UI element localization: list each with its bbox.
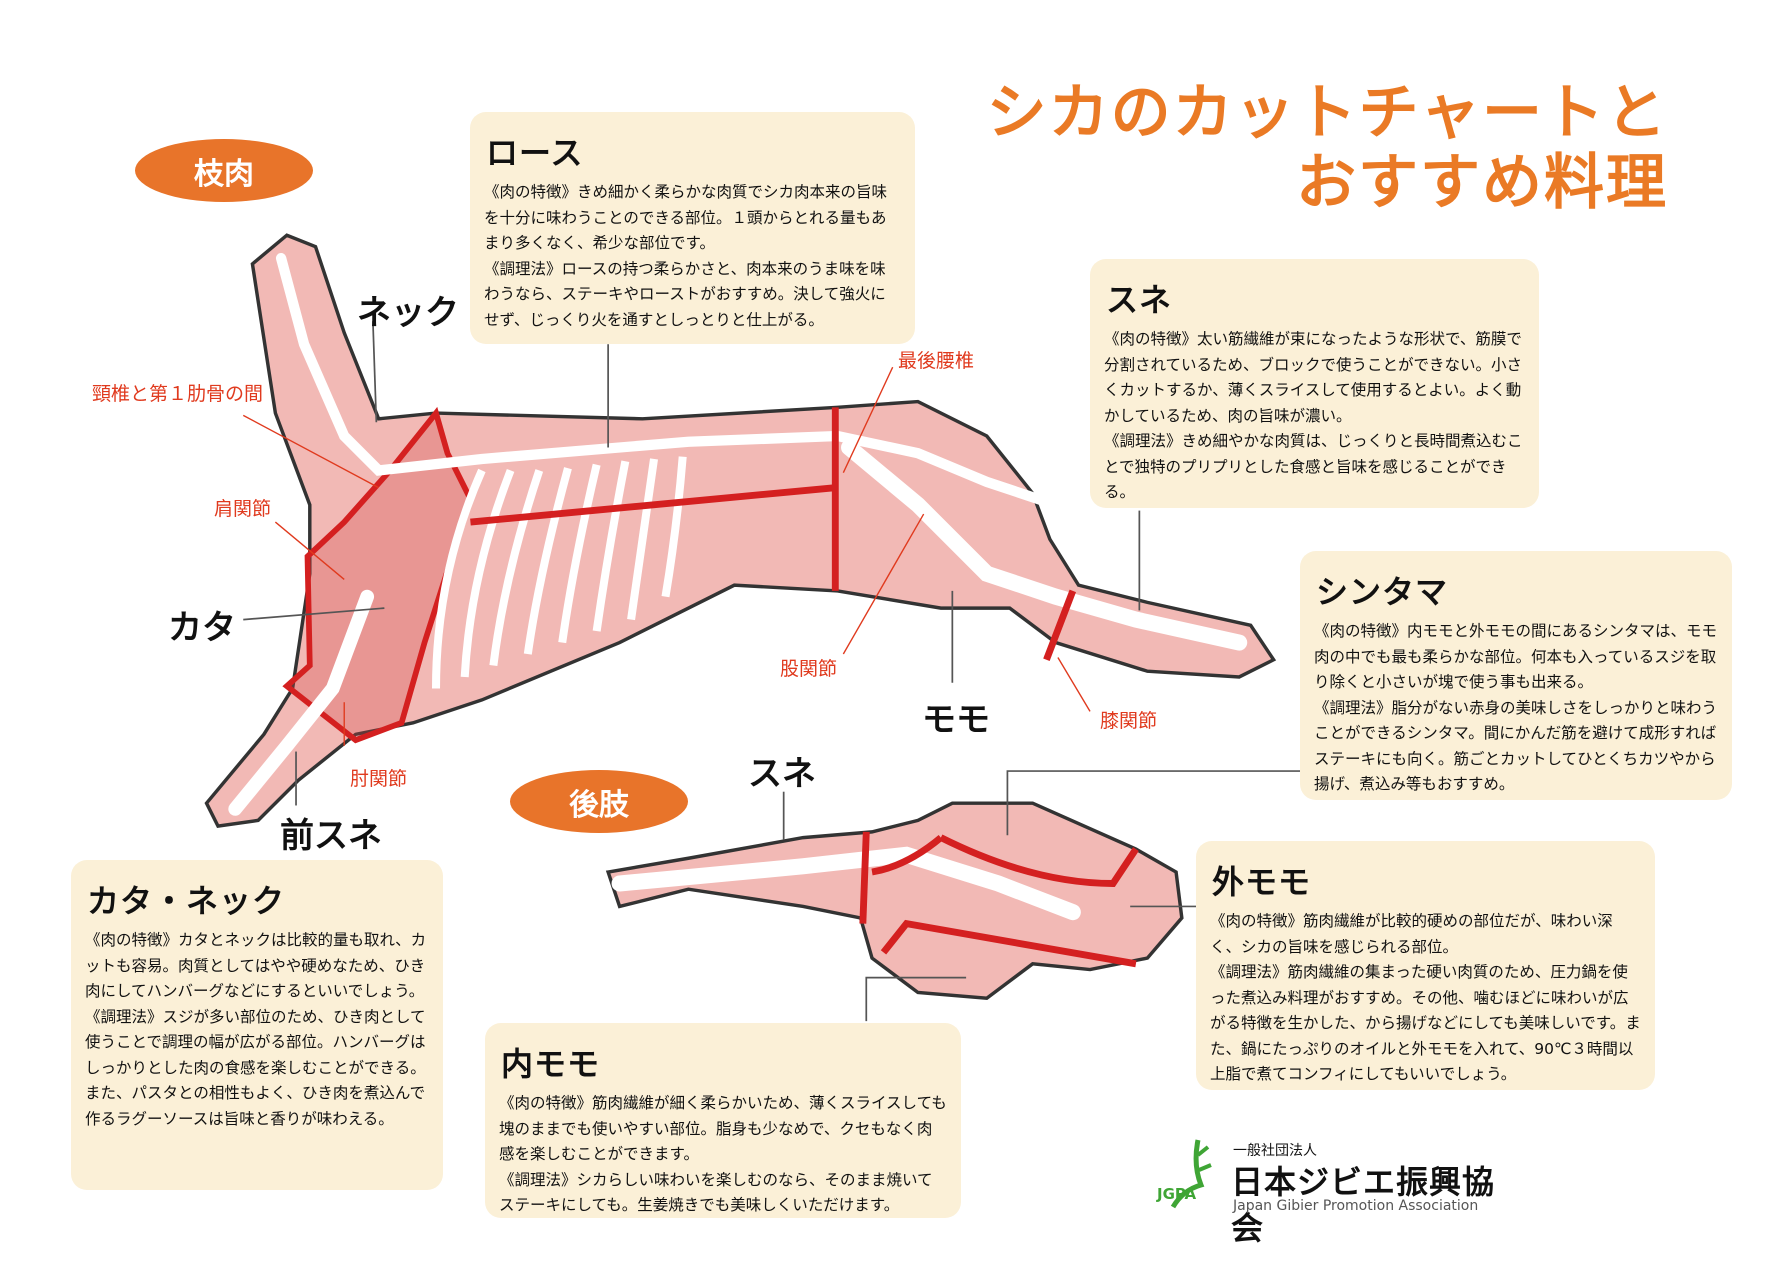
page-title: シカのカットチャートと おすすめ料理 — [987, 78, 1668, 218]
logo-org-type: 一般社団法人 — [1233, 1143, 1317, 1159]
shintama-title: シンタマ — [1316, 573, 1449, 611]
ribs — [431, 456, 687, 689]
label-neck: ネック — [357, 293, 459, 333]
shoulder-neck-title: カタ・ネック — [87, 882, 286, 920]
jgpa-logo: JGPA 一般社団法人 日本ジビエ振興協会 Japan Gibier Promo… — [1153, 1135, 1513, 1247]
logo-org-english: Japan Gibier Promotion Association — [1233, 1198, 1479, 1214]
title-line-2: おすすめ料理 — [1296, 148, 1668, 218]
hindleg-bone — [611, 846, 1081, 921]
shintama-box: シンタマ 《肉の特徴》内モモと外モモの間にあるシンタマは、モモ肉の中でも最も柔ら… — [1300, 551, 1732, 800]
shank-title: スネ — [1106, 281, 1173, 319]
label-mae-sune: 前スネ — [280, 816, 382, 856]
label-shoulder-joint: 肩関節 — [214, 498, 272, 520]
loin-box: ロース 《肉の特徴》きめ細かく柔らかな肉質でシカ肉本来の旨味を十分に味わうことの… — [470, 112, 915, 344]
hindleg-badge: 後肢 — [510, 770, 688, 833]
shank-box: スネ 《肉の特徴》太い筋繊維が束になったような形状で、筋膜で分割されているため、… — [1090, 259, 1539, 508]
title-line-1: シカのカットチャートと — [986, 78, 1668, 148]
cut-lines — [470, 407, 1077, 661]
outside-round-box: 外モモ 《肉の特徴》筋肉繊維が比較的硬めの部位だが、味わい深く、シカの旨味を感じ… — [1196, 841, 1655, 1090]
logo-org-name: 日本ジビエ振興協会 — [1231, 1163, 1496, 1247]
hindleg-cut-lines — [859, 831, 1139, 968]
logo-mark-text: JGPA — [1157, 1185, 1197, 1203]
hindleg-outline — [605, 801, 1184, 1001]
label-momo: モモ — [922, 700, 990, 740]
fore-bone — [228, 589, 375, 816]
loin-text: 《肉の特徴》きめ細かく柔らかな肉質でシカ肉本来の旨味を十分に味わうことのできる部… — [484, 183, 888, 329]
label-last-lumbar: 最後腰椎 — [898, 350, 975, 372]
hind-bone — [841, 439, 1248, 651]
leader-lines — [243, 321, 1301, 1022]
label-elbow-joint: 肘関節 — [350, 768, 408, 790]
label-kata: カタ — [168, 608, 236, 648]
inside-round-title: 内モモ — [501, 1045, 601, 1083]
joint-leader-lines — [242, 366, 1091, 746]
loin-title: ロース — [486, 134, 584, 172]
shintama-text: 《肉の特徴》内モモと外モモの間にあるシンタマは、モモ肉の中でも最も柔らかな部位。… — [1314, 622, 1718, 793]
label-knee-joint: 膝関節 — [1100, 710, 1158, 732]
spine — [275, 253, 1061, 511]
inside-round-box: 内モモ 《肉の特徴》筋肉繊維が細く柔らかいため、薄くスライスしても塊のままでも使… — [485, 1023, 961, 1218]
shank-text: 《肉の特徴》太い筋繊維が束になったような形状で、筋膜で分割されているため、ブロッ… — [1104, 330, 1523, 501]
label-sune-lower: スネ — [748, 754, 816, 794]
deer-antler-logo-icon — [1170, 1139, 1212, 1209]
outside-round-title: 外モモ — [1212, 863, 1312, 901]
outside-round-text: 《肉の特徴》筋肉繊維が比較的硬めの部位だが、味わい深く、シカの旨味を感じられる部… — [1210, 912, 1641, 1083]
shoulder-neck-box: カタ・ネック 《肉の特徴》カタとネックは比較的量も取れ、カットも容易。肉質として… — [71, 860, 443, 1190]
label-cervical: 頸椎と第１肋骨の間 — [92, 383, 264, 405]
label-hip-joint: 股関節 — [780, 658, 838, 680]
carcass-badge: 枝肉 — [135, 139, 313, 202]
shoulder-neck-text: 《肉の特徴》カタとネックは比較的量も取れ、カットも容易。肉質としてはやや硬めなた… — [85, 931, 427, 1128]
inside-round-text: 《肉の特徴》筋肉繊維が細く柔らかいため、薄くスライスしても塊のままでも使いやすい… — [499, 1094, 947, 1214]
